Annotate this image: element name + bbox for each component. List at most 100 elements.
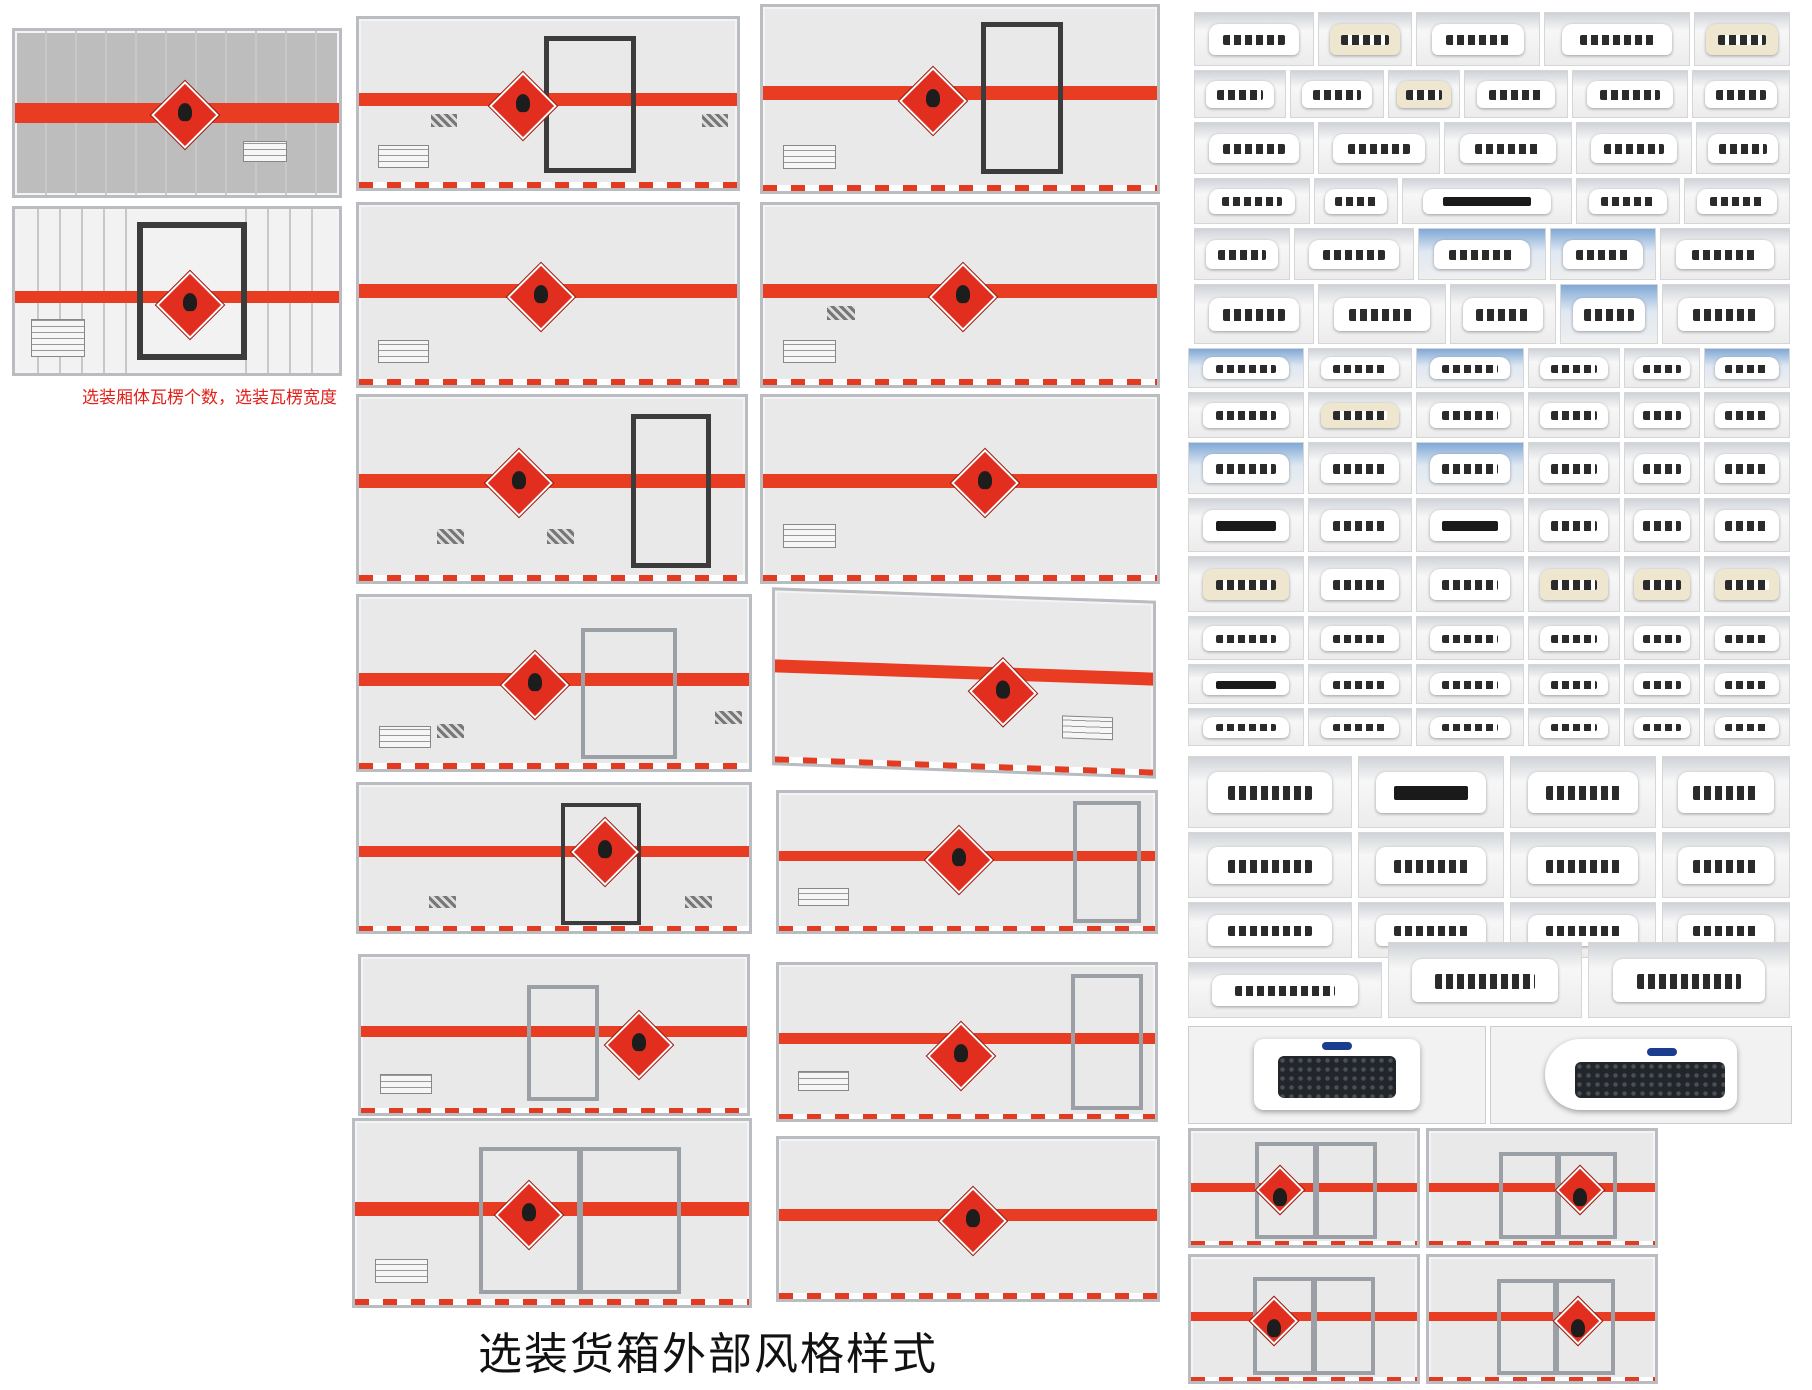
refrigeration-unit-icon (1528, 442, 1620, 494)
refrigeration-unit-icon (1544, 12, 1690, 66)
door-frame-icon (1499, 1151, 1561, 1240)
refrigeration-unit-icon (1358, 756, 1504, 828)
refrigeration-unit-icon (1444, 122, 1572, 174)
box-style-12 (776, 962, 1158, 1122)
refrigeration-unit-icon (1510, 756, 1656, 828)
refrigeration-unit-icon (1624, 708, 1700, 746)
flammable-liquid-diamond-icon (937, 1185, 1009, 1257)
door-frame-icon (137, 222, 247, 360)
refrigeration-unit-icon (1704, 556, 1790, 612)
data-plate-icon (380, 1073, 433, 1095)
refrigeration-unit-icon (1188, 962, 1382, 1018)
box-style-9 (356, 782, 752, 934)
refrigeration-unit-icon (1704, 442, 1790, 494)
refrigeration-unit-icon (1318, 122, 1440, 174)
refrigeration-unit-icon (1684, 178, 1790, 224)
refrigeration-unit-icon (1662, 832, 1790, 898)
refrigeration-unit-icon (1416, 708, 1524, 746)
corrugated-box-option-1 (12, 28, 342, 198)
refrigeration-unit-icon (1550, 228, 1656, 280)
door-frame-icon (527, 985, 599, 1101)
refrigeration-unit-icon (1188, 708, 1304, 746)
refrigeration-unit-icon (1194, 12, 1314, 66)
refrigeration-unit-icon (1576, 178, 1680, 224)
refrigeration-unit-icon (1308, 708, 1412, 746)
refrigeration-unit-icon (1660, 228, 1790, 280)
refrigeration-unit-icon (1188, 556, 1304, 612)
refrigeration-unit-icon (1528, 392, 1620, 438)
box-style-8 (772, 587, 1156, 779)
door-frame-icon (981, 21, 1063, 175)
refrigeration-unit-icon (1694, 12, 1790, 66)
refrigeration-unit-icon (1510, 832, 1656, 898)
refrigeration-unit-icon (1624, 392, 1700, 438)
flammable-liquid-diamond-icon (949, 447, 1021, 519)
refrigeration-unit-icon (1188, 664, 1304, 704)
refrigeration-unit-icon (1308, 348, 1412, 388)
door-frame-icon (544, 35, 636, 173)
door-frame-icon (577, 1146, 681, 1294)
refrigeration-unit-icon (1662, 756, 1790, 828)
refrigeration-unit-icon (1318, 12, 1412, 66)
refrigeration-unit-icon (1662, 284, 1790, 344)
refrigeration-unit-icon (1188, 442, 1304, 494)
rear-door-box-1 (1188, 1128, 1420, 1248)
refrigeration-unit-icon (1314, 178, 1398, 224)
refrigeration-unit-icon (1528, 664, 1620, 704)
refrigeration-unit-icon (1194, 70, 1286, 118)
refrigeration-unit-icon (1308, 556, 1412, 612)
refrigeration-unit-icon (1402, 178, 1572, 224)
rear-door-box-3 (1188, 1254, 1420, 1384)
refrigeration-unit-icon (1704, 616, 1790, 660)
door-frame-icon (1553, 1279, 1615, 1375)
vent-grille-icon (715, 710, 743, 725)
refrigeration-unit-icon (1528, 616, 1620, 660)
corrugated-box-option-2 (12, 206, 342, 376)
refrigeration-unit-icon (1308, 664, 1412, 704)
refrigeration-unit-icon (1318, 284, 1446, 344)
flammable-liquid-diamond-icon (927, 261, 999, 333)
flammable-liquid-diamond-icon (505, 261, 577, 333)
refrigeration-unit-icon (1588, 942, 1790, 1018)
refrigeration-unit-icon (1194, 284, 1314, 344)
box-style-14 (776, 1136, 1160, 1302)
vent-grille-icon (431, 113, 458, 128)
vent-grille-icon (685, 895, 713, 908)
refrigeration-unit-icon (1704, 708, 1790, 746)
data-plate-icon (782, 144, 836, 169)
refrigeration-unit-icon (1528, 348, 1620, 388)
refrigeration-unit-icon (1416, 442, 1524, 494)
door-frame-icon (581, 627, 677, 759)
vent-grille-icon (437, 724, 465, 739)
vent-grille-icon (547, 529, 575, 545)
refrigeration-unit-icon (1416, 348, 1524, 388)
door-frame-icon (1555, 1151, 1617, 1240)
box-style-7 (356, 594, 752, 772)
refrigeration-unit-icon (1388, 942, 1582, 1018)
data-plate-icon (797, 1070, 849, 1092)
refrigeration-unit-icon (1308, 392, 1412, 438)
refrigeration-unit-icon (1188, 348, 1304, 388)
refrigeration-unit-icon (1624, 498, 1700, 552)
data-plate-icon (377, 145, 430, 168)
door-frame-icon (1497, 1279, 1559, 1375)
door-frame-icon (1313, 1142, 1377, 1240)
door-frame-icon (479, 1146, 583, 1294)
refrigeration-unit-icon (1528, 708, 1620, 746)
refrigeration-unit-icon (1308, 498, 1412, 552)
vent-grille-icon (702, 113, 729, 128)
box-style-11 (358, 954, 750, 1116)
refrigeration-unit-icon (1704, 348, 1790, 388)
data-plate-icon (1062, 715, 1114, 740)
refrigeration-unit-icon (1294, 228, 1414, 280)
refrigeration-unit-icon (1528, 556, 1620, 612)
corrugation-option-note: 选装厢体瓦楞个数，选装瓦楞宽度 (82, 388, 337, 408)
refrigeration-unit-icon (1308, 442, 1412, 494)
refrigeration-unit-icon (1704, 664, 1790, 704)
refrigeration-unit-icon (1572, 70, 1688, 118)
data-plate-icon (377, 339, 430, 364)
refrigeration-unit-icon (1194, 178, 1310, 224)
refrigeration-unit-icon (1450, 284, 1556, 344)
data-plate-icon (797, 887, 849, 907)
flammable-liquid-diamond-icon (603, 1009, 675, 1081)
